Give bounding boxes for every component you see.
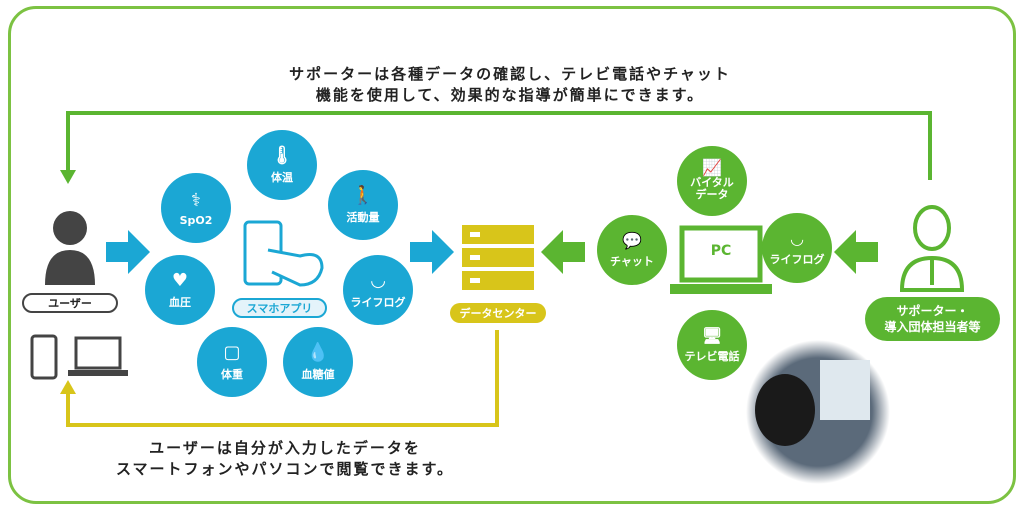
supporter-label: サポーター・ 導入団体担当者等 [865, 297, 1000, 341]
scale-icon: ▢ [223, 342, 241, 363]
user-label: ユーザー [22, 293, 118, 313]
pc-feature-lifelog: ◡ ライフログ [762, 213, 832, 283]
lungs-icon: ⚕ [191, 189, 201, 211]
video-call-icon: 🖥 [701, 326, 723, 345]
data-center-label: データセンター [450, 303, 546, 323]
arrow-left-2 [834, 230, 878, 274]
bowl-icon: ◡ [371, 270, 385, 291]
bowl-icon: ◡ [790, 229, 804, 248]
heart-icon: ♥ [171, 270, 189, 291]
app-item-weight: ▢ 体重 [197, 327, 267, 397]
app-item-lifelog: ◡ ライフログ [343, 255, 413, 325]
supporter-label-line2: 導入団体担当者等 [884, 320, 981, 334]
label: チャット [610, 255, 654, 268]
server-icon [462, 225, 534, 290]
frame [8, 6, 1016, 504]
label: バイタル データ [690, 175, 734, 201]
arrow-left-1 [541, 230, 585, 274]
label: SpO2 [179, 213, 213, 227]
top-message-line1: サポーターは各種データの確認し、テレビ電話やチャット [289, 65, 731, 83]
supporter-icon [899, 205, 965, 292]
app-item-spo2: ⚕ SpO2 [161, 173, 231, 243]
label: 体重 [221, 368, 243, 381]
label: ライフログ [769, 253, 825, 266]
user-icon [45, 211, 95, 285]
app-item-temperature: 🌡 体温 [247, 130, 317, 200]
pc-feature-chat: 💬 チャット [597, 215, 667, 285]
walking-icon: 🚶 [351, 185, 375, 206]
label: 血糖値 [301, 368, 335, 381]
arrowhead-up [60, 380, 76, 394]
thermometer-icon: 🌡 [270, 145, 294, 166]
drop-icon: 💧 [306, 342, 330, 363]
pc-feature-vital: 📈バイタル データ [677, 146, 747, 216]
arrow-right-1 [106, 230, 150, 274]
arrowhead-down [60, 170, 76, 184]
laptop-icon [68, 336, 128, 376]
pc-label: PC [710, 243, 732, 259]
label: ライフログ [350, 296, 406, 309]
bottom-message-line1: ユーザーは自分が入力したデータを [149, 439, 421, 457]
top-message: サポーターは各種データの確認し、テレビ電話やチャット 機能を使用して、効果的な指… [160, 64, 860, 106]
supporter-label-line1: サポーター・ [896, 304, 969, 318]
chart-icon: 📈 [702, 157, 722, 177]
label: 活動量 [346, 211, 380, 224]
app-item-blood-sugar: 💧 血糖値 [283, 327, 353, 397]
app-item-blood-pressure: ♥ 血圧 [145, 255, 215, 325]
label: 血圧 [169, 296, 191, 309]
app-label: スマホアプリ [232, 298, 327, 318]
chat-icon: 💬 [622, 231, 642, 250]
label: テレビ電話 [684, 350, 740, 363]
app-item-activity: 🚶 活動量 [328, 170, 398, 240]
smartphone-app-icon [243, 220, 324, 287]
label: 体温 [271, 171, 293, 184]
pc-feature-tv-call: 🖥 テレビ電話 [677, 310, 747, 380]
top-message-line2: 機能を使用して、効果的な指導が簡単にできます。 [315, 86, 705, 104]
bottom-message: ユーザーは自分が入力したデータを スマートフォンやパソコンで閲覧できます。 [60, 438, 510, 480]
pc-icon [670, 225, 772, 294]
arrow-right-2 [410, 230, 454, 274]
bottom-message-line2: スマートフォンやパソコンで閲覧できます。 [115, 460, 455, 478]
smartphone-icon [30, 334, 58, 380]
